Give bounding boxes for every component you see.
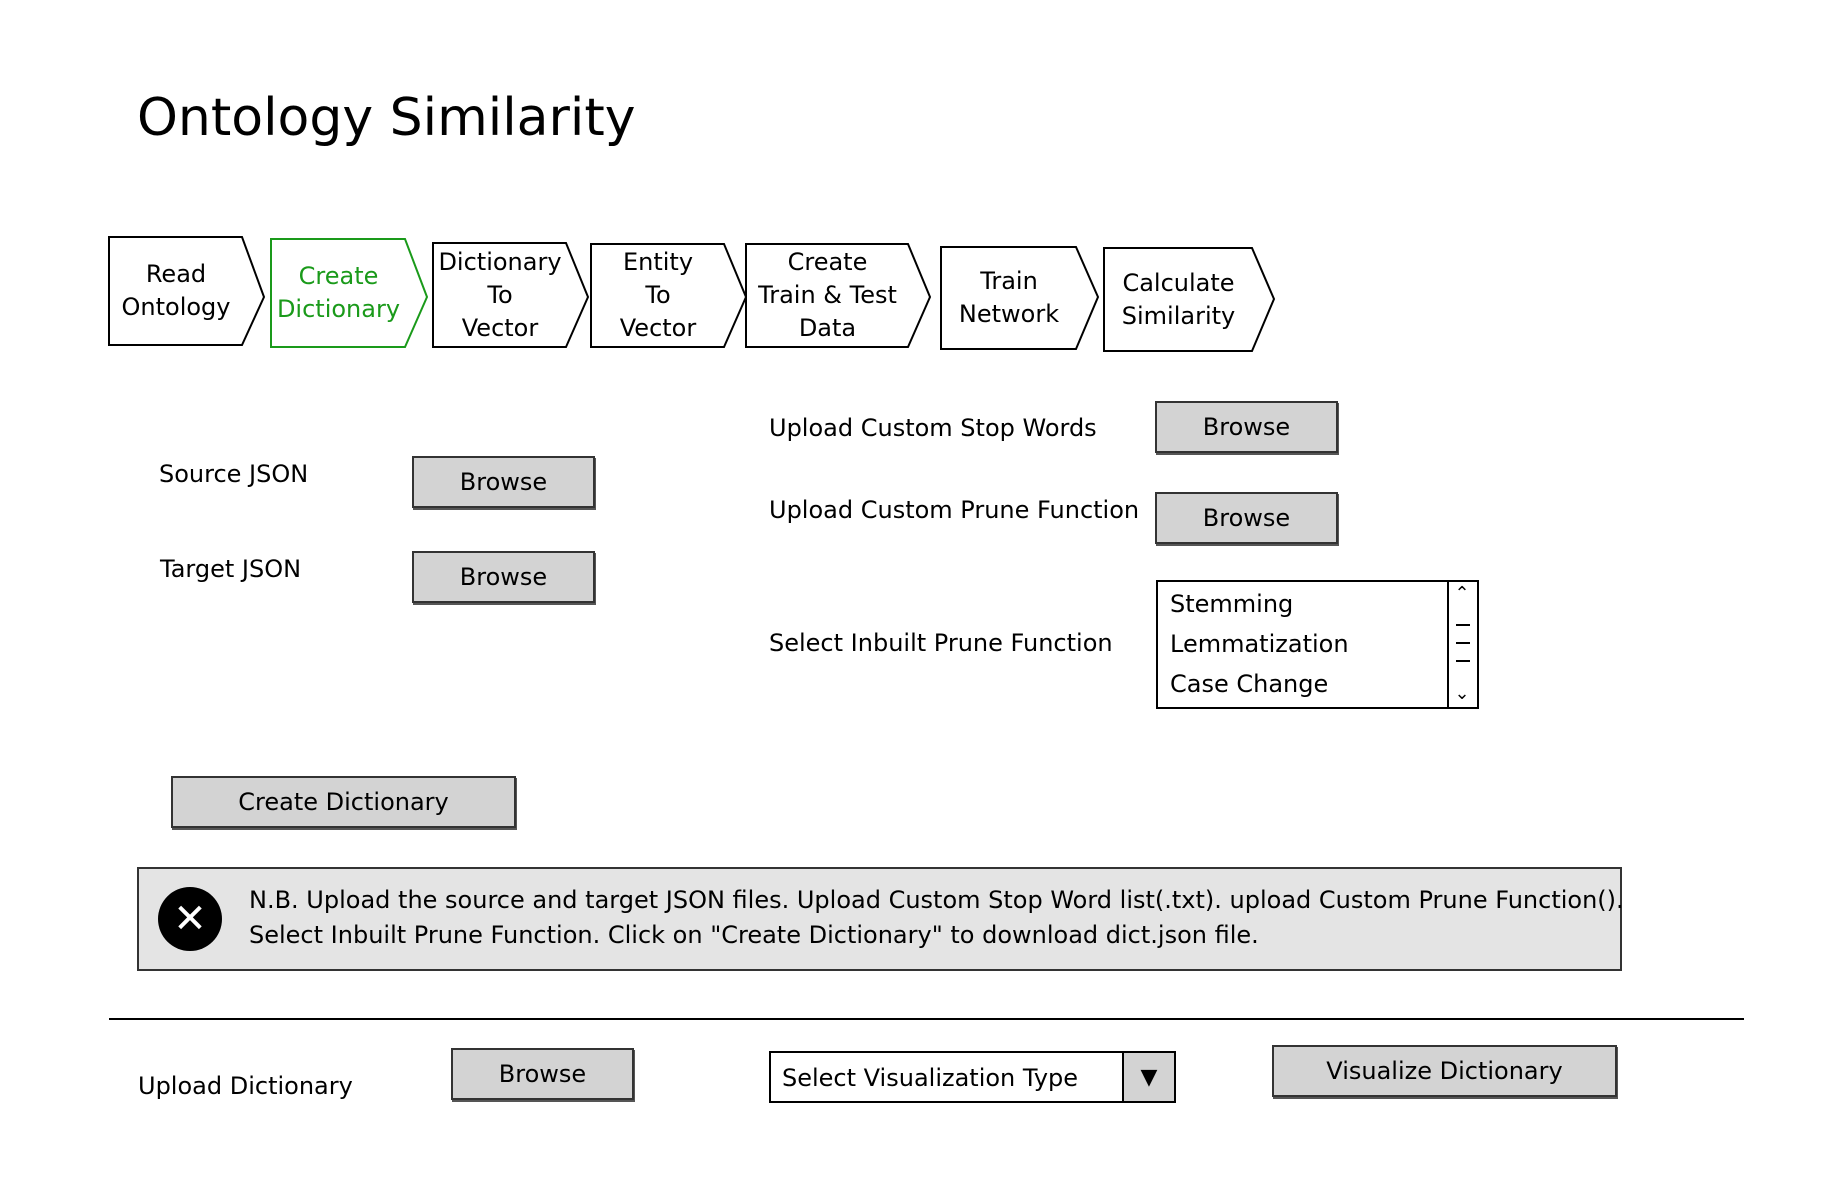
step-shape-calculate-similarity[interactable] <box>1103 247 1276 352</box>
upload-dictionary-label: Upload Dictionary <box>138 1072 353 1100</box>
step-shape-create-dictionary[interactable] <box>270 238 429 348</box>
list-item-case-change[interactable]: Case Change <box>1170 670 1329 698</box>
stop-words-label: Upload Custom Stop Words <box>769 414 1097 442</box>
close-icon[interactable]: ✕ <box>158 887 222 951</box>
listbox-scrollbar[interactable]: ⌃ ⌄ <box>1447 582 1477 707</box>
notice-line-2: Select Inbuilt Prune Function. Click on … <box>249 921 1259 949</box>
inbuilt-prune-listbox[interactable]: Stemming Lemmatization Case Change ⌃ ⌄ <box>1156 580 1479 709</box>
step-shape-dictionary-to-vector[interactable] <box>432 242 590 348</box>
chevron-down-icon[interactable]: ▼ <box>1122 1053 1174 1101</box>
wizard-step-shapes <box>108 236 1276 352</box>
upload-dictionary-browse-button[interactable]: Browse <box>451 1048 634 1100</box>
step-create-dictionary[interactable]: Create Dictionary <box>276 262 401 323</box>
step-shape-read-ontology[interactable] <box>108 236 266 346</box>
visualize-dictionary-button[interactable]: Visualize Dictionary <box>1272 1045 1617 1097</box>
create-dictionary-button[interactable]: Create Dictionary <box>171 776 516 828</box>
step-shape-entity-to-vector[interactable] <box>590 243 748 348</box>
scroll-up-icon[interactable]: ⌃ <box>1454 583 1470 604</box>
step-calculate-similarity[interactable]: Calculate Similarity <box>1121 268 1236 330</box>
visualization-type-placeholder: Select Visualization Type <box>782 1064 1079 1092</box>
list-item-lemmatization[interactable]: Lemmatization <box>1170 630 1349 658</box>
step-create-train-test-data[interactable]: Create Train & Test Data <box>758 248 897 342</box>
step-entity-to-vector[interactable]: Entity To Vector <box>619 248 697 342</box>
prune-function-label: Upload Custom Prune Function <box>769 496 1140 524</box>
notice-text: N.B. Upload the source and target JSON f… <box>249 883 1624 953</box>
stop-words-browse-button[interactable]: Browse <box>1155 401 1338 453</box>
source-json-label: Source JSON <box>159 460 309 488</box>
scroll-track-mark <box>1456 624 1470 626</box>
visualization-type-select[interactable]: Select Visualization Type ▼ <box>769 1051 1176 1103</box>
step-shape-create-train-test-data[interactable] <box>745 243 932 348</box>
list-item-stemming[interactable]: Stemming <box>1170 590 1294 618</box>
scroll-track-mark <box>1456 642 1470 644</box>
scroll-track-mark <box>1456 660 1470 662</box>
section-divider <box>109 1018 1744 1020</box>
target-json-label: Target JSON <box>160 555 302 583</box>
target-json-browse-button[interactable]: Browse <box>412 551 595 603</box>
step-dictionary-to-vector[interactable]: Dictionary To Vector <box>438 247 562 342</box>
step-train-network[interactable]: Train Network <box>958 267 1060 328</box>
page-title: Ontology Similarity <box>137 88 636 148</box>
notice-line-1: N.B. Upload the source and target JSON f… <box>249 886 1624 914</box>
inbuilt-prune-label: Select Inbuilt Prune Function <box>769 629 1113 657</box>
wizard-steps: Read Ontology Create Dictionary Dictiona… <box>108 235 1298 355</box>
step-shape-train-network[interactable] <box>940 246 1100 350</box>
scroll-down-icon[interactable]: ⌄ <box>1454 683 1470 704</box>
source-json-browse-button[interactable]: Browse <box>412 456 595 508</box>
prune-function-browse-button[interactable]: Browse <box>1155 492 1338 544</box>
notice-box: ✕ N.B. Upload the source and target JSON… <box>137 867 1624 971</box>
step-read-ontology[interactable]: Read Ontology <box>121 260 231 321</box>
